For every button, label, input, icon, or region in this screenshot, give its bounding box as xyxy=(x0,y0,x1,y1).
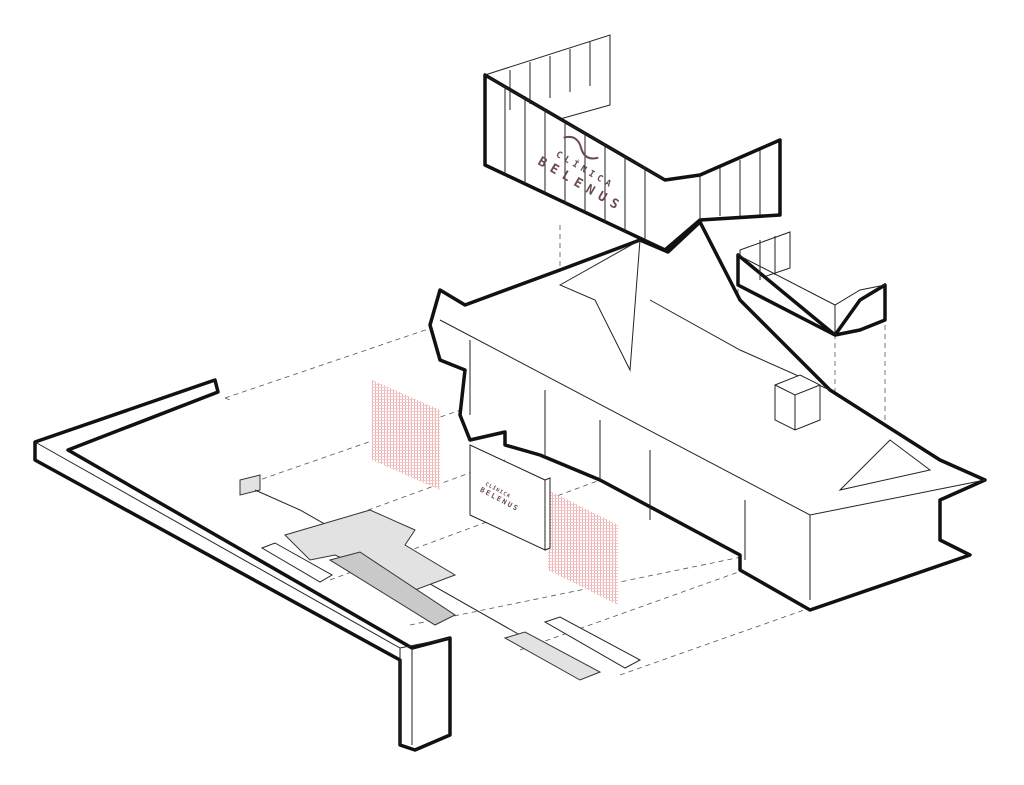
entrance-sign-board: CLÍNICA BELENUS xyxy=(469,444,551,551)
boundary-wall xyxy=(33,378,452,752)
side-signage-wall xyxy=(736,231,887,337)
roof-signage-wall: CLÍNICA BELENUS xyxy=(483,34,782,252)
hatched-panel-right xyxy=(548,490,618,605)
hatched-panel-left xyxy=(372,380,440,490)
ground-slabs xyxy=(239,474,642,681)
main-building xyxy=(428,220,987,612)
